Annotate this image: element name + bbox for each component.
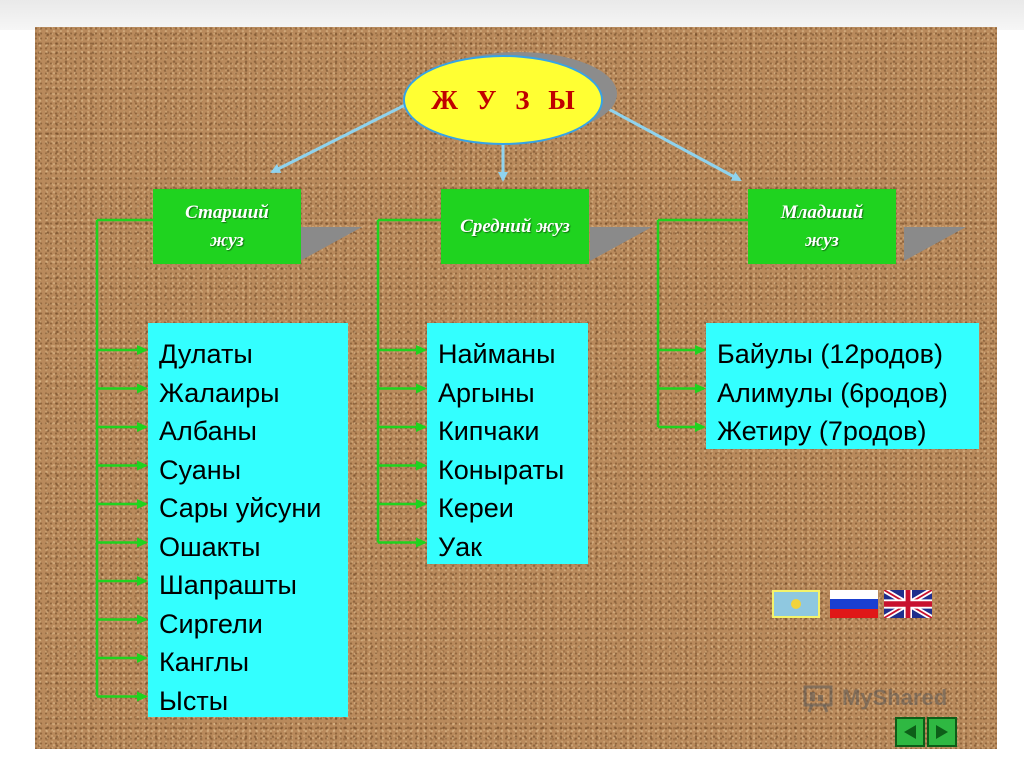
title-arrow-right — [591, 98, 742, 182]
clan-item: Уак — [438, 531, 482, 562]
clan-item: Коныраты — [438, 454, 565, 485]
clan-item: Сары уйсуни — [159, 493, 322, 523]
clan-item: Кереи — [438, 493, 514, 523]
forward-button[interactable] — [927, 717, 957, 747]
flag-uk-icon[interactable] — [884, 590, 932, 618]
clan-item: Аргыны — [438, 377, 535, 408]
diagram-title: Ж У З Ы — [431, 84, 581, 115]
clan-item: Найманы — [438, 339, 556, 369]
title-arrows — [270, 98, 742, 182]
clan-item: Жетиру (7родов) — [717, 416, 927, 446]
clan-box-2: Найманы Аргыны Кипчаки Коныраты Кереи Уа… — [427, 323, 588, 564]
clan-item: Сиргели — [159, 608, 263, 639]
clan-item: Дулаты — [159, 339, 253, 369]
branch-connectors — [95, 218, 748, 702]
clan-item: Байулы (12родов) — [717, 339, 943, 369]
clan-box-3: Байулы (12родов) Алимулы (6родов) Жетиру… — [706, 323, 979, 449]
flag-ru-icon[interactable] — [830, 590, 878, 618]
myshared-logo-icon — [803, 685, 833, 713]
clan-item: Кипчаки — [438, 416, 540, 446]
title-ellipse: Ж У З Ы — [403, 55, 603, 145]
clan-item: Албаны — [159, 416, 257, 446]
watermark-text: MyShared — [842, 685, 948, 710]
watermark: MyShared — [802, 683, 947, 713]
clan-item: Суаны — [159, 454, 242, 485]
back-button[interactable] — [895, 717, 925, 747]
clan-item: Алимулы (6родов) — [717, 377, 948, 408]
zhuz-label-2: Средний жуз — [460, 215, 570, 237]
clan-box-1: Дулаты Жалаиры Албаны Суаны Сары уйсуни … — [148, 323, 348, 717]
back-arrow-icon — [904, 725, 916, 739]
zhuz-box-3: Младший жуз — [748, 189, 896, 264]
clan-item: Шапрашты — [159, 570, 297, 600]
forward-arrow-icon — [936, 725, 948, 739]
slide-shadow — [0, 0, 1024, 30]
zhuz-label-1: Старший жуз — [185, 201, 269, 251]
clan-item: Канглы — [159, 647, 250, 677]
zhuz-label-3: Младший жуз — [780, 201, 864, 251]
clan-item: Ошакты — [159, 531, 261, 562]
flag-kz-icon[interactable] — [772, 590, 820, 618]
zhuz-box-1: Старший жуз — [153, 189, 301, 264]
clan-item: Ысты — [159, 685, 229, 716]
title-arrow-left — [270, 98, 416, 174]
zhuz-box-2: Средний жуз — [441, 189, 589, 264]
clan-item: Жалаиры — [159, 377, 280, 408]
